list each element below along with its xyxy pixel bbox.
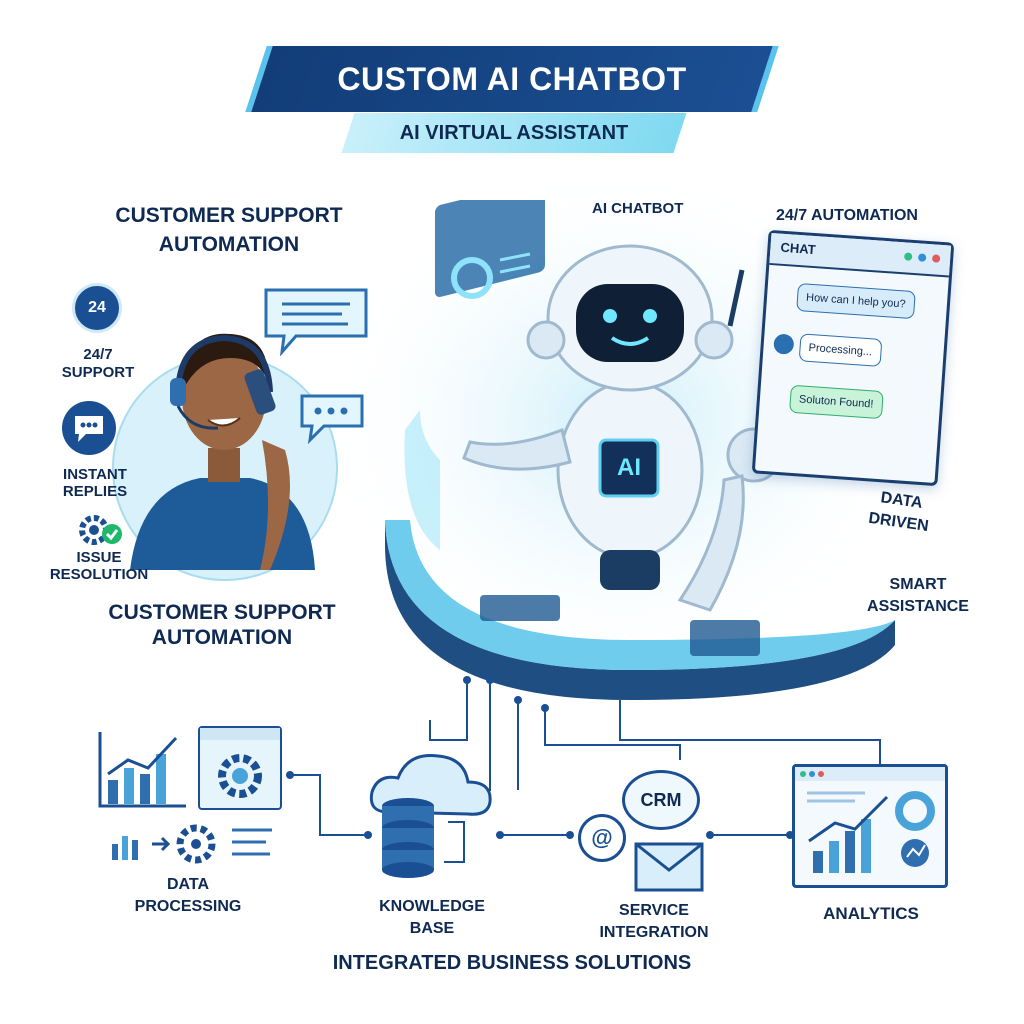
heading-customer-support-bottom: CUSTOMER SUPPORT AUTOMATION — [108, 601, 336, 649]
label-knowledge-base: KNOWLEDGE BASE — [379, 898, 485, 937]
label-smart-assistance: SMART ASSISTANCE — [867, 576, 969, 615]
cloud-database-icon — [369, 753, 492, 878]
chat-dots-icon — [75, 416, 103, 442]
feature-24-7-support: 24/7 SUPPORT — [61, 346, 135, 381]
label-analytics: ANALYTICS — [823, 904, 919, 923]
feature-issue-resolution: ISSUE RESOLUTION — [49, 549, 149, 583]
page-title: CUSTOM AI CHATBOT — [337, 61, 687, 97]
message-bubble-icon — [264, 288, 368, 356]
heading-customer-support-top: CUSTOMER SUPPORT AUTOMATION — [115, 204, 343, 256]
page-subtitle: AI VIRTUAL ASSISTANT — [399, 122, 629, 144]
analytics-dashboard-icon — [792, 764, 948, 888]
instant-replies-icon — [62, 401, 116, 455]
typing-bubble-icon — [300, 394, 364, 444]
email-at-icon: @ — [578, 814, 626, 862]
line-chart-icon — [795, 767, 945, 873]
crm-label: CRM — [640, 790, 682, 810]
support-24-7-icon-text: 24 — [88, 299, 106, 316]
label-service-integration: SERVICE INTEGRATION — [599, 902, 709, 941]
gear-check-icon — [79, 515, 122, 545]
feature-instant-replies: INSTANT REPLIES — [62, 466, 128, 500]
label-24-7-automation: 24/7 AUTOMATION — [776, 207, 918, 224]
settings-window-icon — [198, 726, 282, 810]
support-24-7-icon: 24 — [72, 283, 122, 333]
robot-chest-label: AI — [617, 454, 641, 481]
crm-bubble-icon: CRM — [622, 770, 700, 830]
footer-integrated-business-solutions: INTEGRATED BUSINESS SOLUTIONS — [332, 952, 692, 974]
gear-icon — [200, 728, 280, 798]
label-data-processing: DATA PROCESSING — [134, 876, 242, 915]
ai-robot-illustration — [385, 200, 895, 700]
envelope-icon — [634, 842, 704, 892]
support-agent-illustration — [112, 333, 338, 581]
process-flow-icon — [112, 824, 272, 864]
label-ai-chatbot: AI CHATBOT — [592, 200, 684, 217]
bar-chart-icon — [98, 732, 186, 808]
